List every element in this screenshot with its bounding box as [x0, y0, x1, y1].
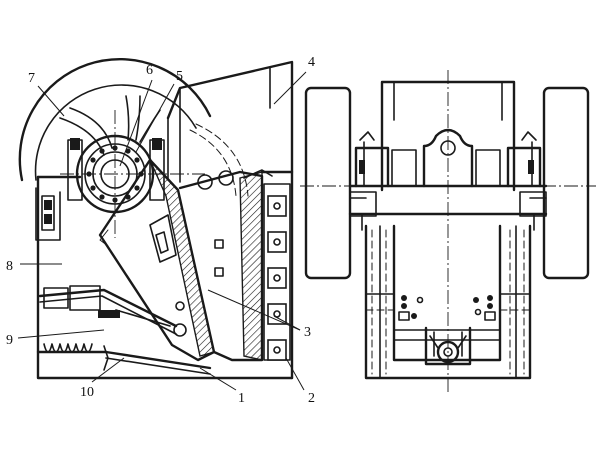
bolt-pockets	[267, 195, 287, 361]
spring	[43, 343, 93, 353]
elevation-view	[300, 70, 596, 392]
callout-8: 8	[6, 259, 13, 274]
adjust-bolts	[398, 295, 496, 321]
lower-frame	[364, 224, 532, 380]
callout-1: 1	[238, 391, 245, 406]
callout-5: 5	[176, 69, 183, 84]
callout-9: 9	[6, 333, 13, 348]
movable-jaw	[98, 158, 216, 362]
hidden-lines	[189, 123, 249, 197]
callout-3: 3	[304, 325, 311, 340]
callout-6: 6	[146, 63, 153, 78]
front-wall-liners	[243, 169, 294, 361]
callout-10: 10	[80, 385, 94, 400]
callout-7: 7	[28, 71, 35, 86]
flywheel	[18, 58, 212, 241]
callout-4: 4	[308, 55, 315, 70]
left-flywheel	[304, 86, 352, 280]
toggle-assembly	[36, 285, 212, 375]
section-view	[18, 58, 294, 380]
right-flywheel	[542, 86, 590, 280]
callout-2: 2	[308, 391, 315, 406]
eccentric-shaft-assembly	[60, 110, 205, 238]
bearing-housing	[354, 128, 542, 188]
callouts: 1 2 3 4 5 6 7 8 9 10	[6, 55, 315, 406]
